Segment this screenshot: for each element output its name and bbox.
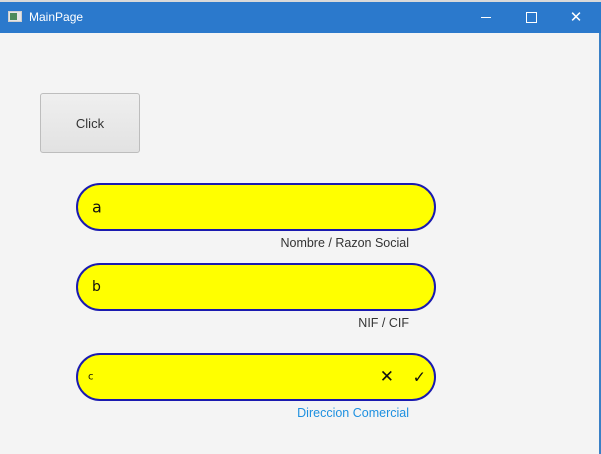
close-button[interactable]: ✕ [553, 2, 599, 33]
window-title: MainPage [29, 10, 84, 24]
click-button[interactable]: Click [40, 93, 140, 153]
maximize-button[interactable] [508, 2, 554, 33]
clear-icon[interactable]: ✕ [379, 367, 394, 387]
nif-label: NIF / CIF [358, 316, 409, 330]
app-icon [8, 11, 22, 22]
title-bar[interactable]: MainPage ✕ [0, 2, 601, 33]
nombre-field[interactable]: a [76, 183, 436, 231]
minimize-button[interactable] [463, 2, 509, 33]
top-strip [0, 0, 601, 3]
direccion-field[interactable]: c ✕ ✓ [76, 353, 436, 401]
main-content: Click a Nombre / Razon Social b NIF / CI… [0, 33, 599, 454]
nombre-label: Nombre / Razon Social [280, 236, 409, 250]
maximize-icon [525, 12, 537, 23]
minimize-icon [481, 17, 491, 18]
window-border [599, 33, 601, 454]
direccion-label: Direccion Comercial [297, 406, 409, 420]
confirm-icon[interactable]: ✓ [412, 367, 426, 387]
close-icon: ✕ [569, 8, 583, 26]
nif-value: b [92, 279, 101, 295]
nombre-value: a [92, 197, 102, 217]
nif-field[interactable]: b [76, 263, 436, 311]
direccion-value: c [88, 371, 94, 383]
